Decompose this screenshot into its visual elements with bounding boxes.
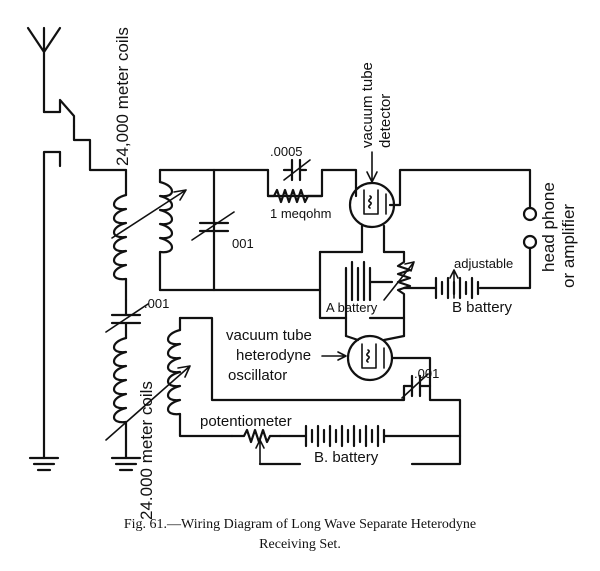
label-cap-001-left: 001: [232, 236, 254, 251]
label-vt-osc-1: vacuum tube: [226, 327, 312, 344]
ground-symbol-left: [28, 456, 60, 472]
detector-top-bus: [158, 168, 358, 292]
grid-leak-resistor: [266, 188, 324, 204]
antenna-symbol: [26, 26, 62, 114]
b-battery-top-symbol: [402, 269, 480, 300]
oscillator-label-arrow: [321, 351, 347, 361]
antenna-switch: [42, 98, 76, 168]
label-coils-top: 24,000 meter coils: [113, 27, 132, 166]
ground-symbol-right: [110, 456, 142, 472]
label-b-battery-top: B battery: [452, 299, 513, 316]
filament-link-wire: [344, 316, 406, 338]
coupling-arrow-top: [111, 189, 187, 239]
label-cap-001-series: .001: [144, 296, 169, 311]
label-vt-osc-2: heterodyne: [236, 347, 311, 364]
detector-tube-leads: [318, 168, 532, 254]
oscillator-tube-leads: [344, 334, 462, 466]
label-vt-detector-2: detector: [377, 94, 394, 148]
label-b-battery-bottom: B. battery: [314, 449, 379, 466]
oscillator-capacitor: [401, 373, 432, 399]
b-battery-bottom-symbol: [278, 424, 462, 448]
label-vt-detector-1: vacuum tube: [359, 62, 376, 148]
grid-condenser: [282, 158, 311, 182]
series-capacitor: [105, 298, 149, 340]
primary-coil-top: [112, 168, 128, 302]
label-vt-osc-3: oscillator: [228, 367, 287, 384]
caption-line-2: Receiving Set.: [259, 537, 341, 552]
label-potentiometer: potentiometer: [200, 413, 292, 430]
label-cap-001-osc: .001: [414, 366, 439, 381]
antenna-lead-wire: [72, 124, 128, 172]
label-headphone-2: or amplifier: [559, 204, 578, 288]
detector-secondary-coil: [158, 168, 174, 292]
potentiometer-symbol: [230, 428, 302, 466]
label-headphone-1: head phone: [539, 182, 558, 272]
oscillator-tube: [346, 334, 394, 382]
filament-rheostat: [383, 250, 415, 320]
primary-coil-bottom: [112, 336, 128, 460]
label-adjustable: adjustable: [454, 256, 513, 271]
tuning-capacitor-left: [191, 211, 235, 241]
label-meqohm: 1 meqohm: [270, 206, 331, 221]
caption-line-1: Fig. 61.—Wiring Diagram of Long Wave Sep…: [124, 517, 476, 532]
coupling-arrow-bottom: [105, 365, 191, 441]
label-cap-0005: .0005: [270, 144, 303, 159]
label-coils-bottom: 24.000 meter coils: [137, 381, 156, 520]
detector-label-arrow: [366, 151, 378, 183]
headphone-terminals: [478, 206, 538, 290]
label-a-battery: A battery: [326, 300, 378, 315]
left-rail-wire: [42, 150, 62, 460]
a-battery-symbol: [318, 250, 394, 320]
